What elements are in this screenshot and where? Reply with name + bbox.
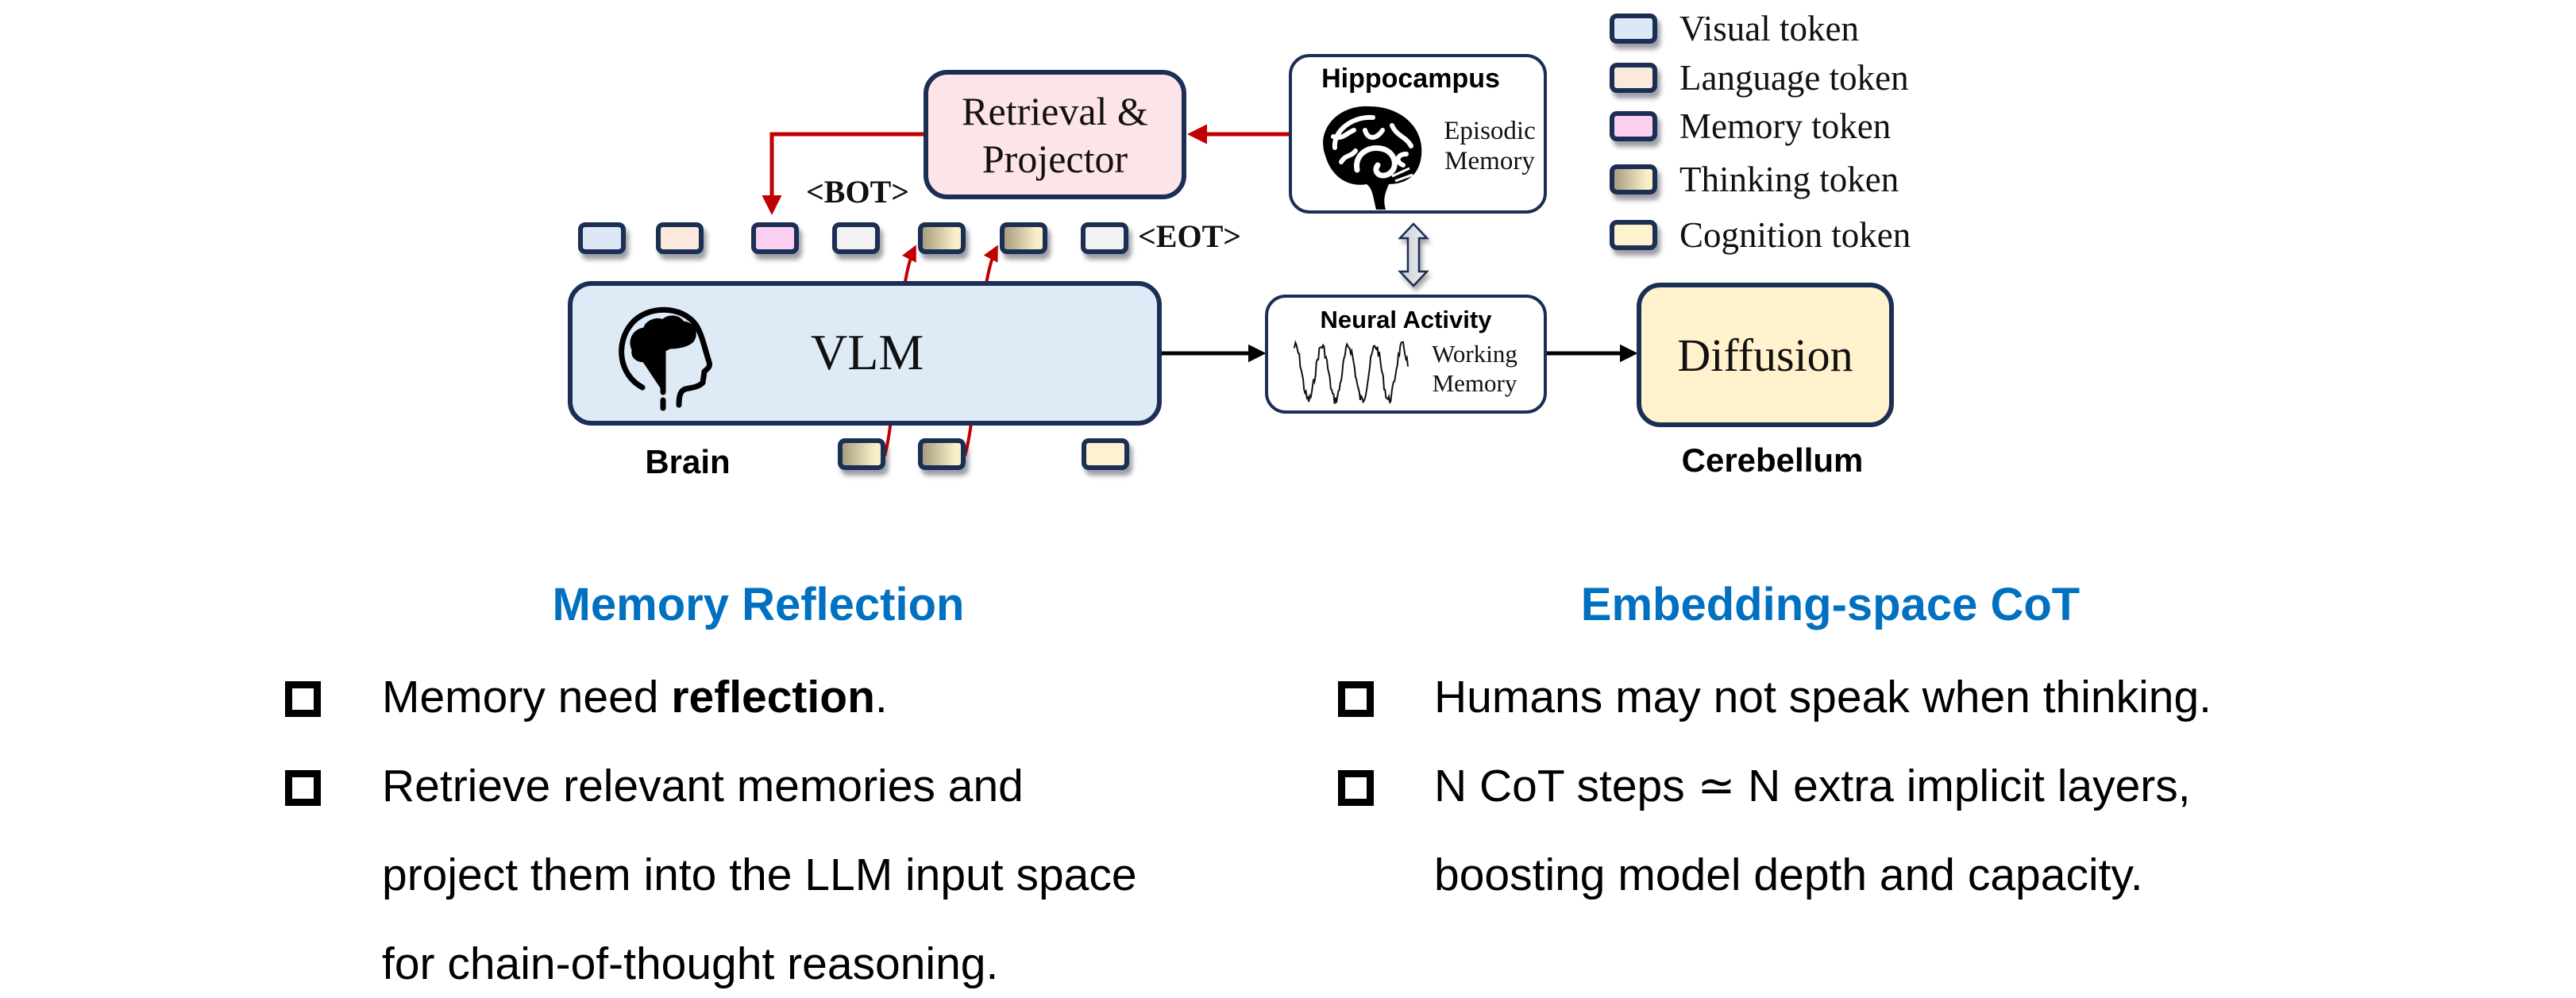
- cerebellum-caption: Cerebellum: [1681, 441, 1864, 479]
- legend-label-thinking: Thinking token: [1679, 160, 1899, 199]
- bullet-checkbox-icon: [1338, 770, 1374, 806]
- episodic-label: Episodic Memory: [1433, 117, 1546, 177]
- legend-swatch-thinking: [1610, 164, 1657, 195]
- vlm-label: VLM: [811, 324, 924, 380]
- vlm-box: VLM: [568, 281, 1162, 426]
- legend-label-cognition: Cognition token: [1679, 215, 1911, 255]
- embedding-cot-title: Embedding-space CoT: [1580, 579, 2080, 630]
- episodic-line1: Episodic: [1444, 117, 1536, 145]
- right-bullet-2-line-1: N CoT steps ≃ N extra implicit layers,: [1434, 761, 2191, 811]
- neural-activity-box: Neural Activity Working Memory: [1265, 295, 1547, 414]
- memory-reflection-title: Memory Reflection: [552, 579, 965, 630]
- head-brain-icon: [619, 306, 712, 411]
- memory-token: [751, 222, 799, 254]
- bullet-checkbox-icon: [285, 681, 321, 717]
- brain-caption: Brain: [645, 443, 731, 480]
- diffusion-box: Diffusion: [1637, 283, 1894, 427]
- retrieval-to-memory-token-arrow: [762, 132, 924, 215]
- legend-swatch-memory: [1610, 111, 1657, 141]
- neural-activity-title: Neural Activity: [1320, 306, 1492, 333]
- thinking-token: [918, 438, 966, 470]
- language-token: [656, 222, 704, 254]
- working-line2: Memory: [1432, 369, 1517, 398]
- working-memory-label: Working Memory: [1419, 339, 1530, 398]
- bidirectional-arrow-icon: [1398, 222, 1429, 287]
- left-bullet-1-post: .: [874, 672, 888, 722]
- bot-label: <BOT>: [806, 174, 910, 210]
- episodic-line2: Memory: [1444, 146, 1535, 175]
- eot-label: <EOT>: [1138, 218, 1242, 254]
- diffusion-label: Diffusion: [1677, 329, 1853, 381]
- legend-swatch-cognition: [1610, 220, 1657, 250]
- legend-label-language: Language token: [1679, 58, 1909, 98]
- legend-label-visual: Visual token: [1679, 9, 1860, 48]
- legend-label-memory: Memory token: [1679, 106, 1892, 146]
- legend-swatch-language: [1610, 63, 1657, 93]
- bullet-checkbox-icon: [285, 770, 321, 806]
- right-bullet-1: Humans may not speak when thinking.: [1434, 672, 2212, 722]
- bullet-checkbox-icon: [1338, 681, 1374, 717]
- left-bullet-2-line-1: Retrieve relevant memories and: [382, 761, 1024, 811]
- legend-swatch-visual: [1610, 13, 1657, 44]
- cognition-token: [1082, 438, 1129, 470]
- left-bullet-2-line-2: project them into the LLM input space: [382, 850, 1137, 900]
- waveform-icon: [1294, 340, 1409, 404]
- special-token: [832, 222, 880, 254]
- left-bullet-1-bold: reflection: [671, 672, 875, 722]
- left-bullet-2-line-3: for chain-of-thought reasoning.: [382, 938, 999, 989]
- left-bullet-1: Memory need reflection.: [382, 675, 888, 720]
- hippocampus-box: Hippocampus Episodic Memory: [1289, 54, 1547, 214]
- thinking-token: [918, 222, 966, 254]
- thinking-token: [838, 438, 885, 470]
- special-token: [1081, 222, 1128, 254]
- working-line1: Working: [1432, 340, 1517, 368]
- retrieval-label-line2: Projector: [981, 136, 1128, 181]
- left-bullet-1-pre: Memory need: [382, 672, 672, 722]
- retrieval-projector-box: Retrieval & Projector: [924, 70, 1186, 199]
- right-bullet-2-line-2: boosting model depth and capacity.: [1434, 850, 2143, 900]
- visual-token: [578, 222, 626, 254]
- brain-side-icon: [1323, 106, 1422, 210]
- hippocampus-title: Hippocampus: [1321, 64, 1500, 94]
- thinking-token: [1000, 222, 1047, 254]
- retrieval-label-line1: Retrieval &: [962, 88, 1148, 133]
